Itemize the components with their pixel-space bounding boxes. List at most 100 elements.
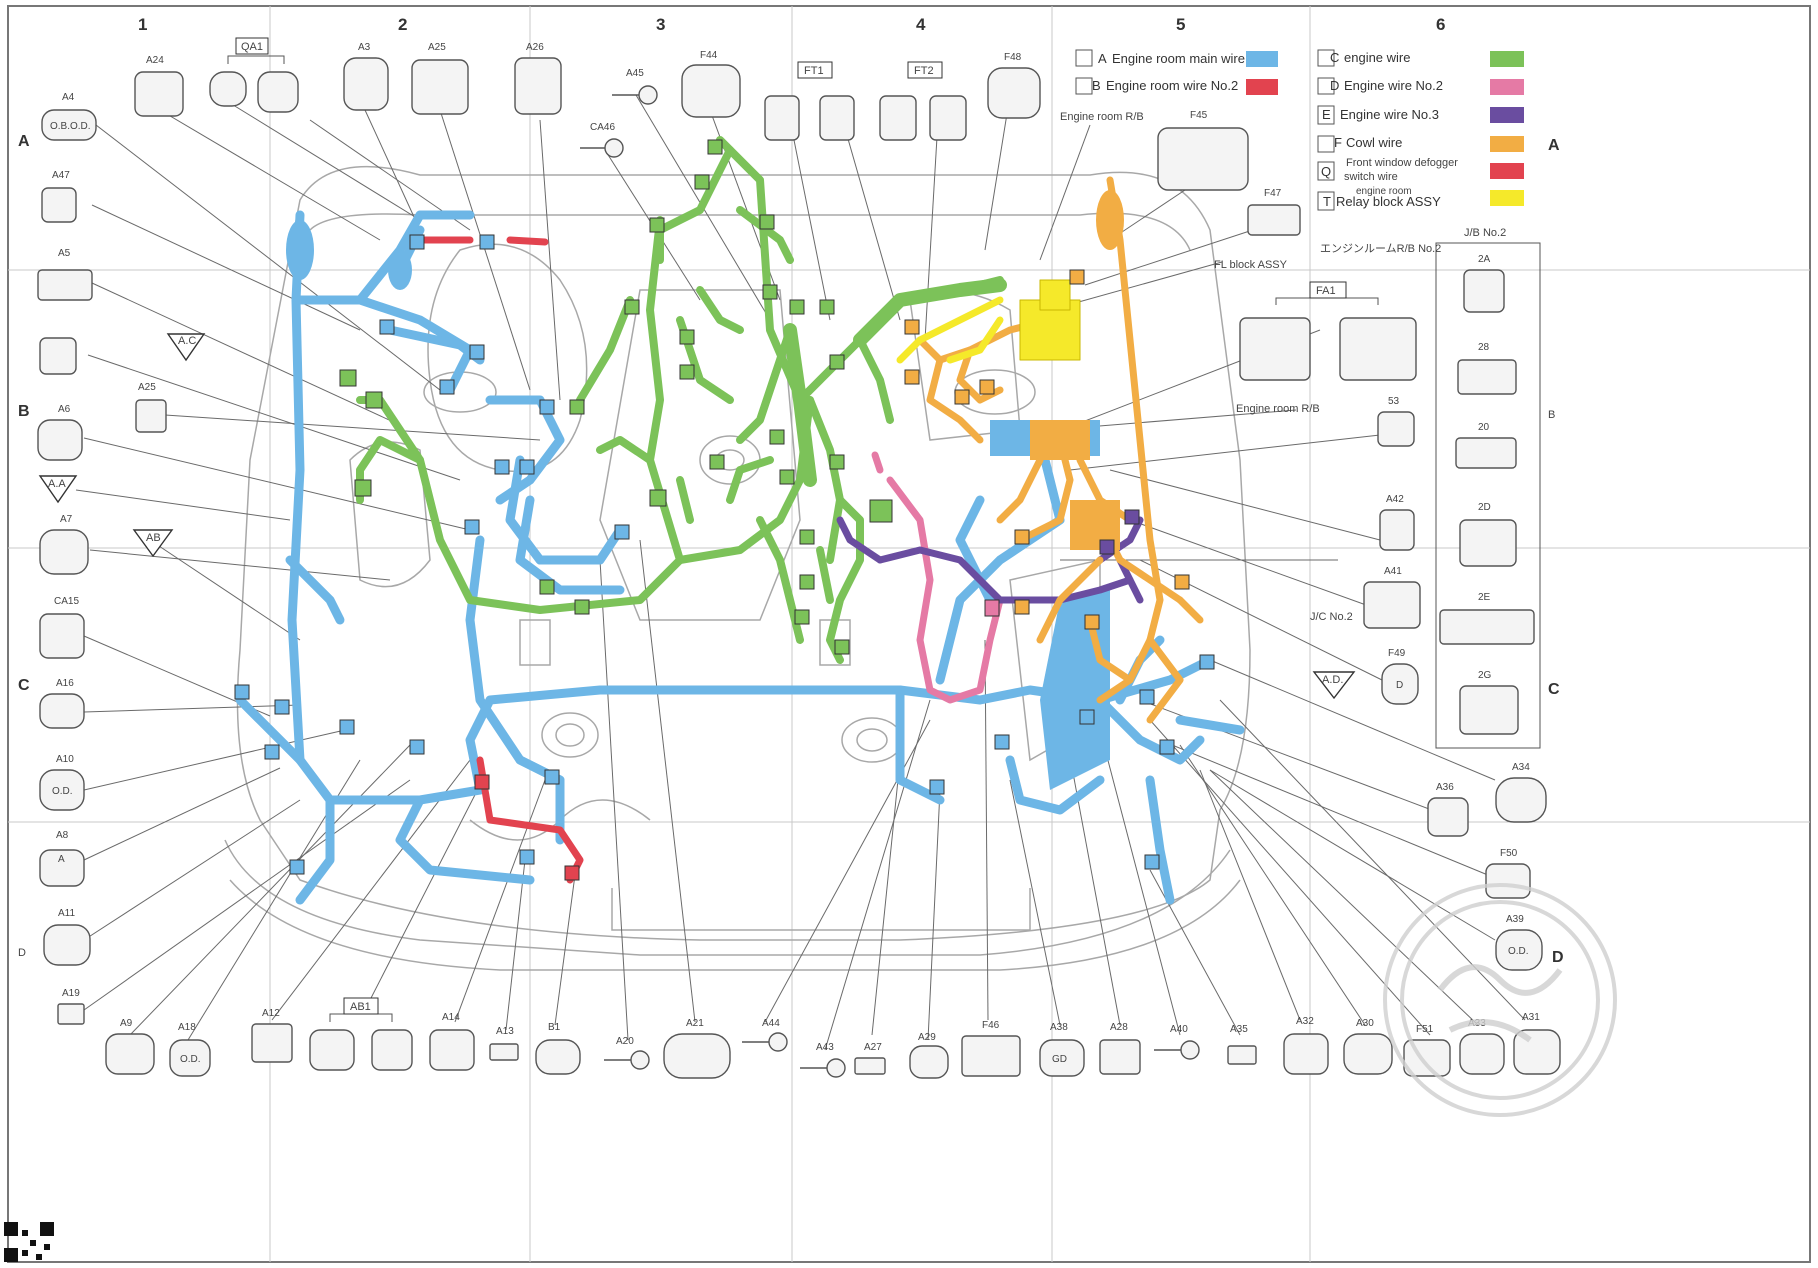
connector-tag: A25 — [428, 42, 446, 53]
ground-ad-icon — [1312, 671, 1356, 700]
ring-terminal-a40 — [1180, 1040, 1200, 1060]
connector-a5 — [37, 269, 93, 301]
connector-tag: A10 — [56, 754, 74, 765]
connector-a8 — [39, 849, 85, 887]
connector-a28 — [1099, 1039, 1141, 1075]
fa1-label: FA1 — [1316, 285, 1336, 297]
engine-wire-no2 — [871, 451, 1004, 704]
fl-block-assy-label: FL block ASSY — [1214, 259, 1288, 271]
connector-tag: A27 — [864, 1042, 882, 1053]
connector-text-od: O.D. — [180, 1054, 201, 1065]
connector-tag: B1 — [548, 1022, 561, 1033]
connector-text-a: A — [58, 854, 65, 865]
connector-a34 — [1495, 777, 1547, 823]
connector-tag: F51 — [1416, 1024, 1434, 1035]
zone-number: 6 — [1436, 15, 1445, 34]
row-letter-left: B — [18, 403, 30, 420]
ring-terminal-leads — [580, 94, 1181, 1069]
legend-code: B — [1092, 78, 1101, 93]
connector-tag: 20 — [1478, 422, 1490, 433]
connector-small-unlabeled — [39, 337, 77, 375]
connector-tag: A35 — [1230, 1024, 1248, 1035]
ground-ab-icon — [132, 529, 174, 558]
connector-text-od: O.D. — [52, 786, 73, 797]
ft1-label: FT1 — [804, 65, 824, 77]
connector-tag: A44 — [762, 1018, 780, 1029]
connector-jb-28 — [1457, 359, 1517, 395]
legend-swatch — [1490, 51, 1524, 67]
cowl-wire-block — [1030, 190, 1124, 550]
row-letter-left: D — [18, 947, 26, 959]
ground-ac-icon — [166, 333, 206, 362]
connector-tag: A11 — [58, 908, 75, 919]
connector-text-d: D — [1396, 680, 1403, 691]
connector-tag: A16 — [56, 678, 74, 689]
legend-label: Relay block ASSY — [1336, 194, 1441, 209]
legend-label-sup: engine room — [1356, 186, 1412, 197]
connector-a12 — [251, 1023, 293, 1063]
zone-number: 4 — [916, 15, 926, 34]
connector-tag: A30 — [1356, 1018, 1374, 1029]
connector-a31 — [1513, 1029, 1561, 1075]
ground-aa-label: A.A — [48, 478, 66, 490]
engine-room-rb-label: Engine room R/B — [1060, 111, 1144, 123]
legend-label: Engine wire No.2 — [1344, 78, 1443, 93]
connector-tag: A5 — [58, 248, 71, 259]
legend-swatch — [1246, 79, 1278, 95]
connector-a32 — [1283, 1033, 1329, 1075]
connector-tag: A45 — [626, 68, 644, 79]
connector-jb-2d — [1459, 519, 1517, 567]
leader-lines — [75, 91, 1526, 1051]
qa1-label: QA1 — [241, 41, 263, 53]
engine-room-rb-label-2: Engine room R/B — [1236, 403, 1320, 415]
connector-tag: A42 — [1386, 494, 1404, 505]
connector-tag: A29 — [918, 1032, 936, 1043]
legend-swatch — [1490, 163, 1524, 179]
connector-ca15 — [39, 613, 85, 659]
connector-ab1-left — [309, 1029, 355, 1071]
connector-tag: A41 — [1384, 566, 1402, 577]
connector-a10 — [39, 769, 85, 811]
connector-tag: 2G — [1478, 670, 1492, 681]
legend-code: E — [1322, 107, 1331, 122]
relay-block-assy — [1019, 279, 1081, 361]
row-letters: A B C D A B C D — [18, 133, 1564, 966]
qr-code — [4, 1222, 54, 1262]
connector-a42 — [1379, 509, 1415, 551]
ring-terminal-a20 — [630, 1050, 650, 1070]
connector-text-gd: GD — [1052, 1054, 1067, 1065]
connector-ft1-left — [764, 95, 800, 141]
legend-swatch — [1490, 79, 1524, 95]
zone-number: 3 — [656, 15, 665, 34]
connector-tag: A8 — [56, 830, 69, 841]
connector-b1 — [535, 1039, 581, 1075]
row-letter-right: A — [1548, 137, 1560, 154]
legend-swatch — [1490, 190, 1524, 206]
row-letter-left: A — [18, 133, 30, 150]
connector-jb-20 — [1455, 437, 1517, 469]
connector-text-od: O.D. — [1508, 946, 1529, 957]
connector-a14 — [429, 1029, 475, 1071]
connector-tags: A24 A3 A25 A26 A45 CA46 F44 F48 F45 F47 … — [52, 42, 1540, 1053]
connector-ft2-right — [929, 95, 967, 141]
connector-a36 — [1427, 797, 1469, 837]
connector-tag: A34 — [1512, 762, 1530, 773]
connector-a7 — [39, 529, 89, 575]
ft2-label: FT2 — [914, 65, 934, 77]
connector-inner-texts: O.B.O.D. O.D. O.D. O.D. GD D A — [50, 121, 1529, 1065]
legend-label: engine wire — [1344, 50, 1411, 65]
connector-tag: F44 — [700, 50, 718, 61]
connector-f45 — [1157, 127, 1249, 191]
legend-label: Engine room wire No.2 — [1106, 78, 1238, 93]
legend-swatch — [1490, 107, 1524, 123]
engine-wire — [356, 136, 1004, 664]
ring-terminal-ca46 — [604, 138, 624, 158]
engine-room-main-wire — [235, 210, 1245, 905]
legend-swatch — [1490, 136, 1524, 152]
connector-a39 — [1495, 929, 1543, 971]
connector-tag: A4 — [62, 92, 75, 103]
connector-tag: A31 — [1522, 1012, 1540, 1023]
connector-tag: A25 — [138, 382, 156, 393]
connector-a18 — [169, 1039, 211, 1077]
connector-tag: A14 — [442, 1012, 460, 1023]
